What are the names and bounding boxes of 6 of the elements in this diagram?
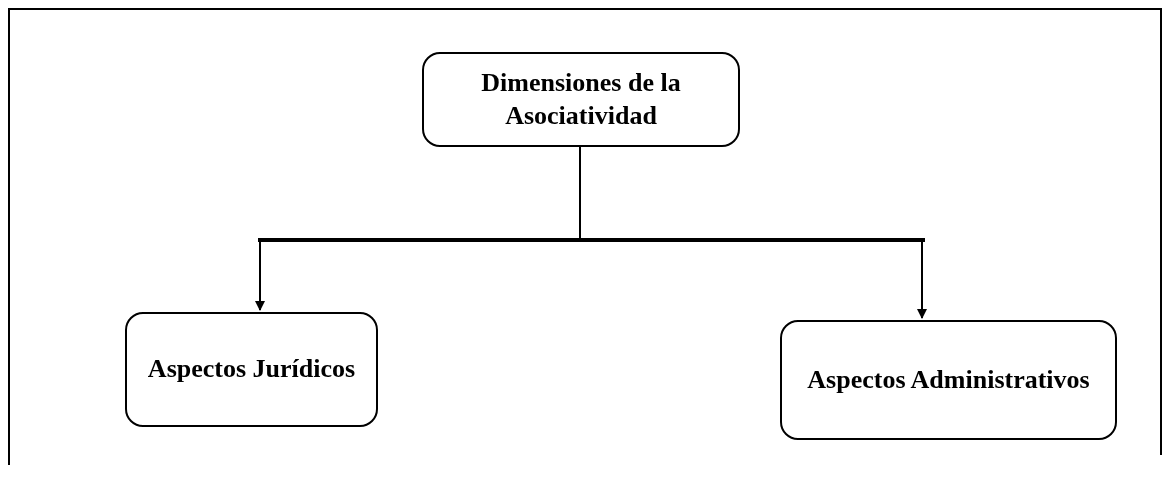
- box-title: Aspectos Administrativos: [807, 363, 1090, 396]
- rounded-box: [125, 312, 378, 427]
- rounded-box: [780, 320, 1117, 440]
- box-title: Dimensiones de la Asociatividad: [480, 67, 682, 132]
- box-title: Aspectos Jurídicos: [147, 353, 356, 386]
- rounded-box: [422, 52, 740, 147]
